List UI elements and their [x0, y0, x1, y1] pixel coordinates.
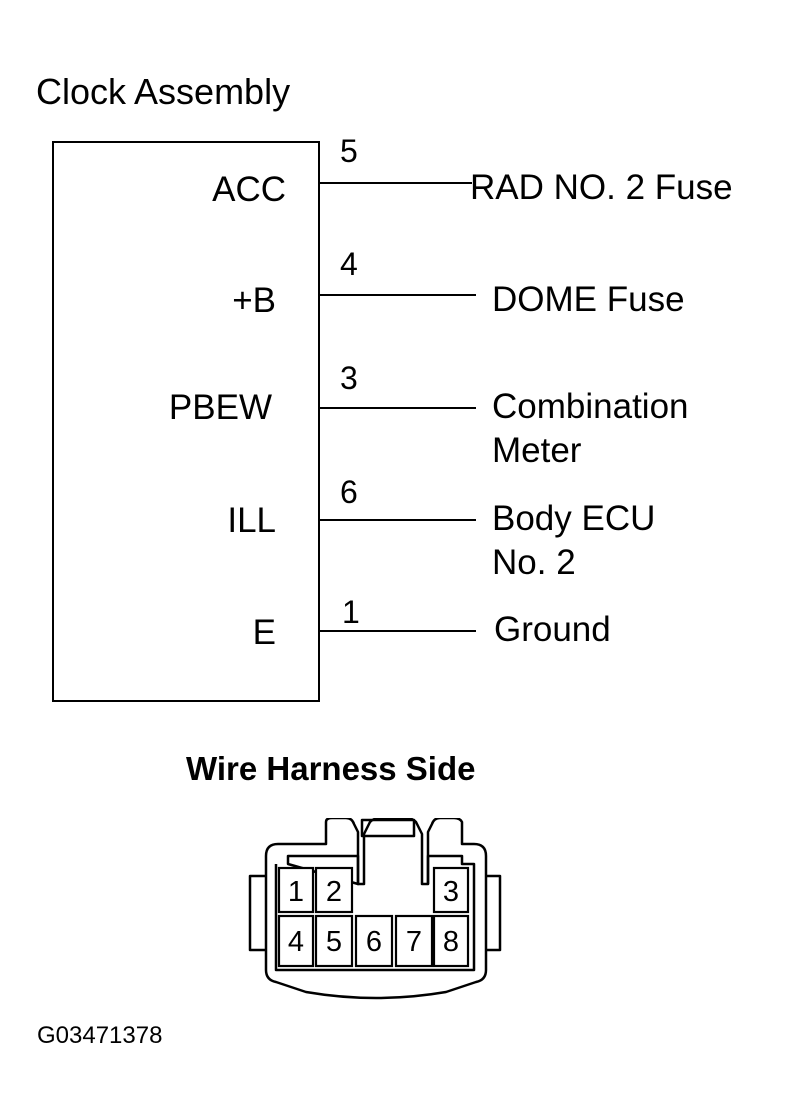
pin-name-ill: ILL	[227, 501, 276, 540]
destination-body-ecu: Body ECU No. 2	[492, 497, 655, 585]
cavity-3-label: 3	[443, 876, 459, 908]
cavity-5-outline	[314, 914, 354, 968]
wire-acc	[320, 182, 472, 184]
cavity-7-outline	[394, 914, 434, 968]
cavity-4-label: 4	[288, 926, 304, 958]
connector-latch	[360, 818, 416, 838]
destination-rad-fuse: RAD NO. 2 Fuse	[470, 166, 733, 210]
cavity-8-outline	[432, 914, 470, 968]
cavity-4-outline	[277, 914, 315, 968]
destination-combination-meter: Combination Meter	[492, 385, 689, 473]
pin-name-b-plus: +B	[232, 281, 276, 320]
wire-pbew	[320, 407, 476, 409]
clock-assembly-box	[52, 141, 320, 702]
pin-name-acc: ACC	[212, 170, 286, 209]
pin-number-6: 6	[340, 474, 358, 510]
destination-dome-fuse: DOME Fuse	[492, 278, 685, 322]
connector-right-tab	[486, 874, 502, 952]
destination-dome-fuse-line1: DOME Fuse	[492, 280, 685, 319]
connector-face-diagram: 1 2 3 4 5 6 7 8	[248, 818, 502, 1000]
wire-b-plus	[320, 294, 476, 296]
cavity-6-label: 6	[366, 926, 382, 958]
cavity-3-outline	[432, 866, 470, 914]
cavity-7-label: 7	[406, 926, 422, 958]
destination-ground-line1: Ground	[494, 610, 611, 649]
cavity-1-outline	[277, 866, 315, 914]
pin-name-pbew: PBEW	[168, 388, 272, 427]
destination-combination-meter-line1: Combination	[492, 387, 689, 426]
destination-body-ecu-line2: No. 2	[492, 543, 576, 582]
cavity-2-outline	[314, 866, 354, 914]
cavity-1-label: 1	[288, 876, 304, 908]
destination-combination-meter-line2: Meter	[492, 431, 582, 470]
figure-id: G03471378	[37, 1022, 163, 1049]
destination-body-ecu-line1: Body ECU	[492, 499, 656, 538]
pin-number-1: 1	[342, 594, 360, 630]
pin-number-4: 4	[340, 246, 358, 282]
connector-left-tab	[248, 874, 266, 952]
wire-ill	[320, 519, 476, 521]
pin-name-e: E	[252, 613, 276, 652]
cavity-2-label: 2	[326, 876, 342, 908]
cavity-6-outline	[354, 914, 394, 968]
cavity-5-label: 5	[326, 926, 342, 958]
connector-housing-outline	[264, 818, 488, 1000]
destination-rad-fuse-line1: RAD NO. 2 Fuse	[470, 168, 733, 207]
pin-number-5: 5	[340, 133, 358, 169]
destination-ground: Ground	[494, 608, 611, 652]
pin-number-3: 3	[340, 360, 358, 396]
wire-e	[320, 630, 476, 632]
cavity-8-label: 8	[443, 926, 459, 958]
diagram-title: Clock Assembly	[36, 71, 291, 112]
connector-title: Wire Harness Side	[186, 750, 476, 787]
